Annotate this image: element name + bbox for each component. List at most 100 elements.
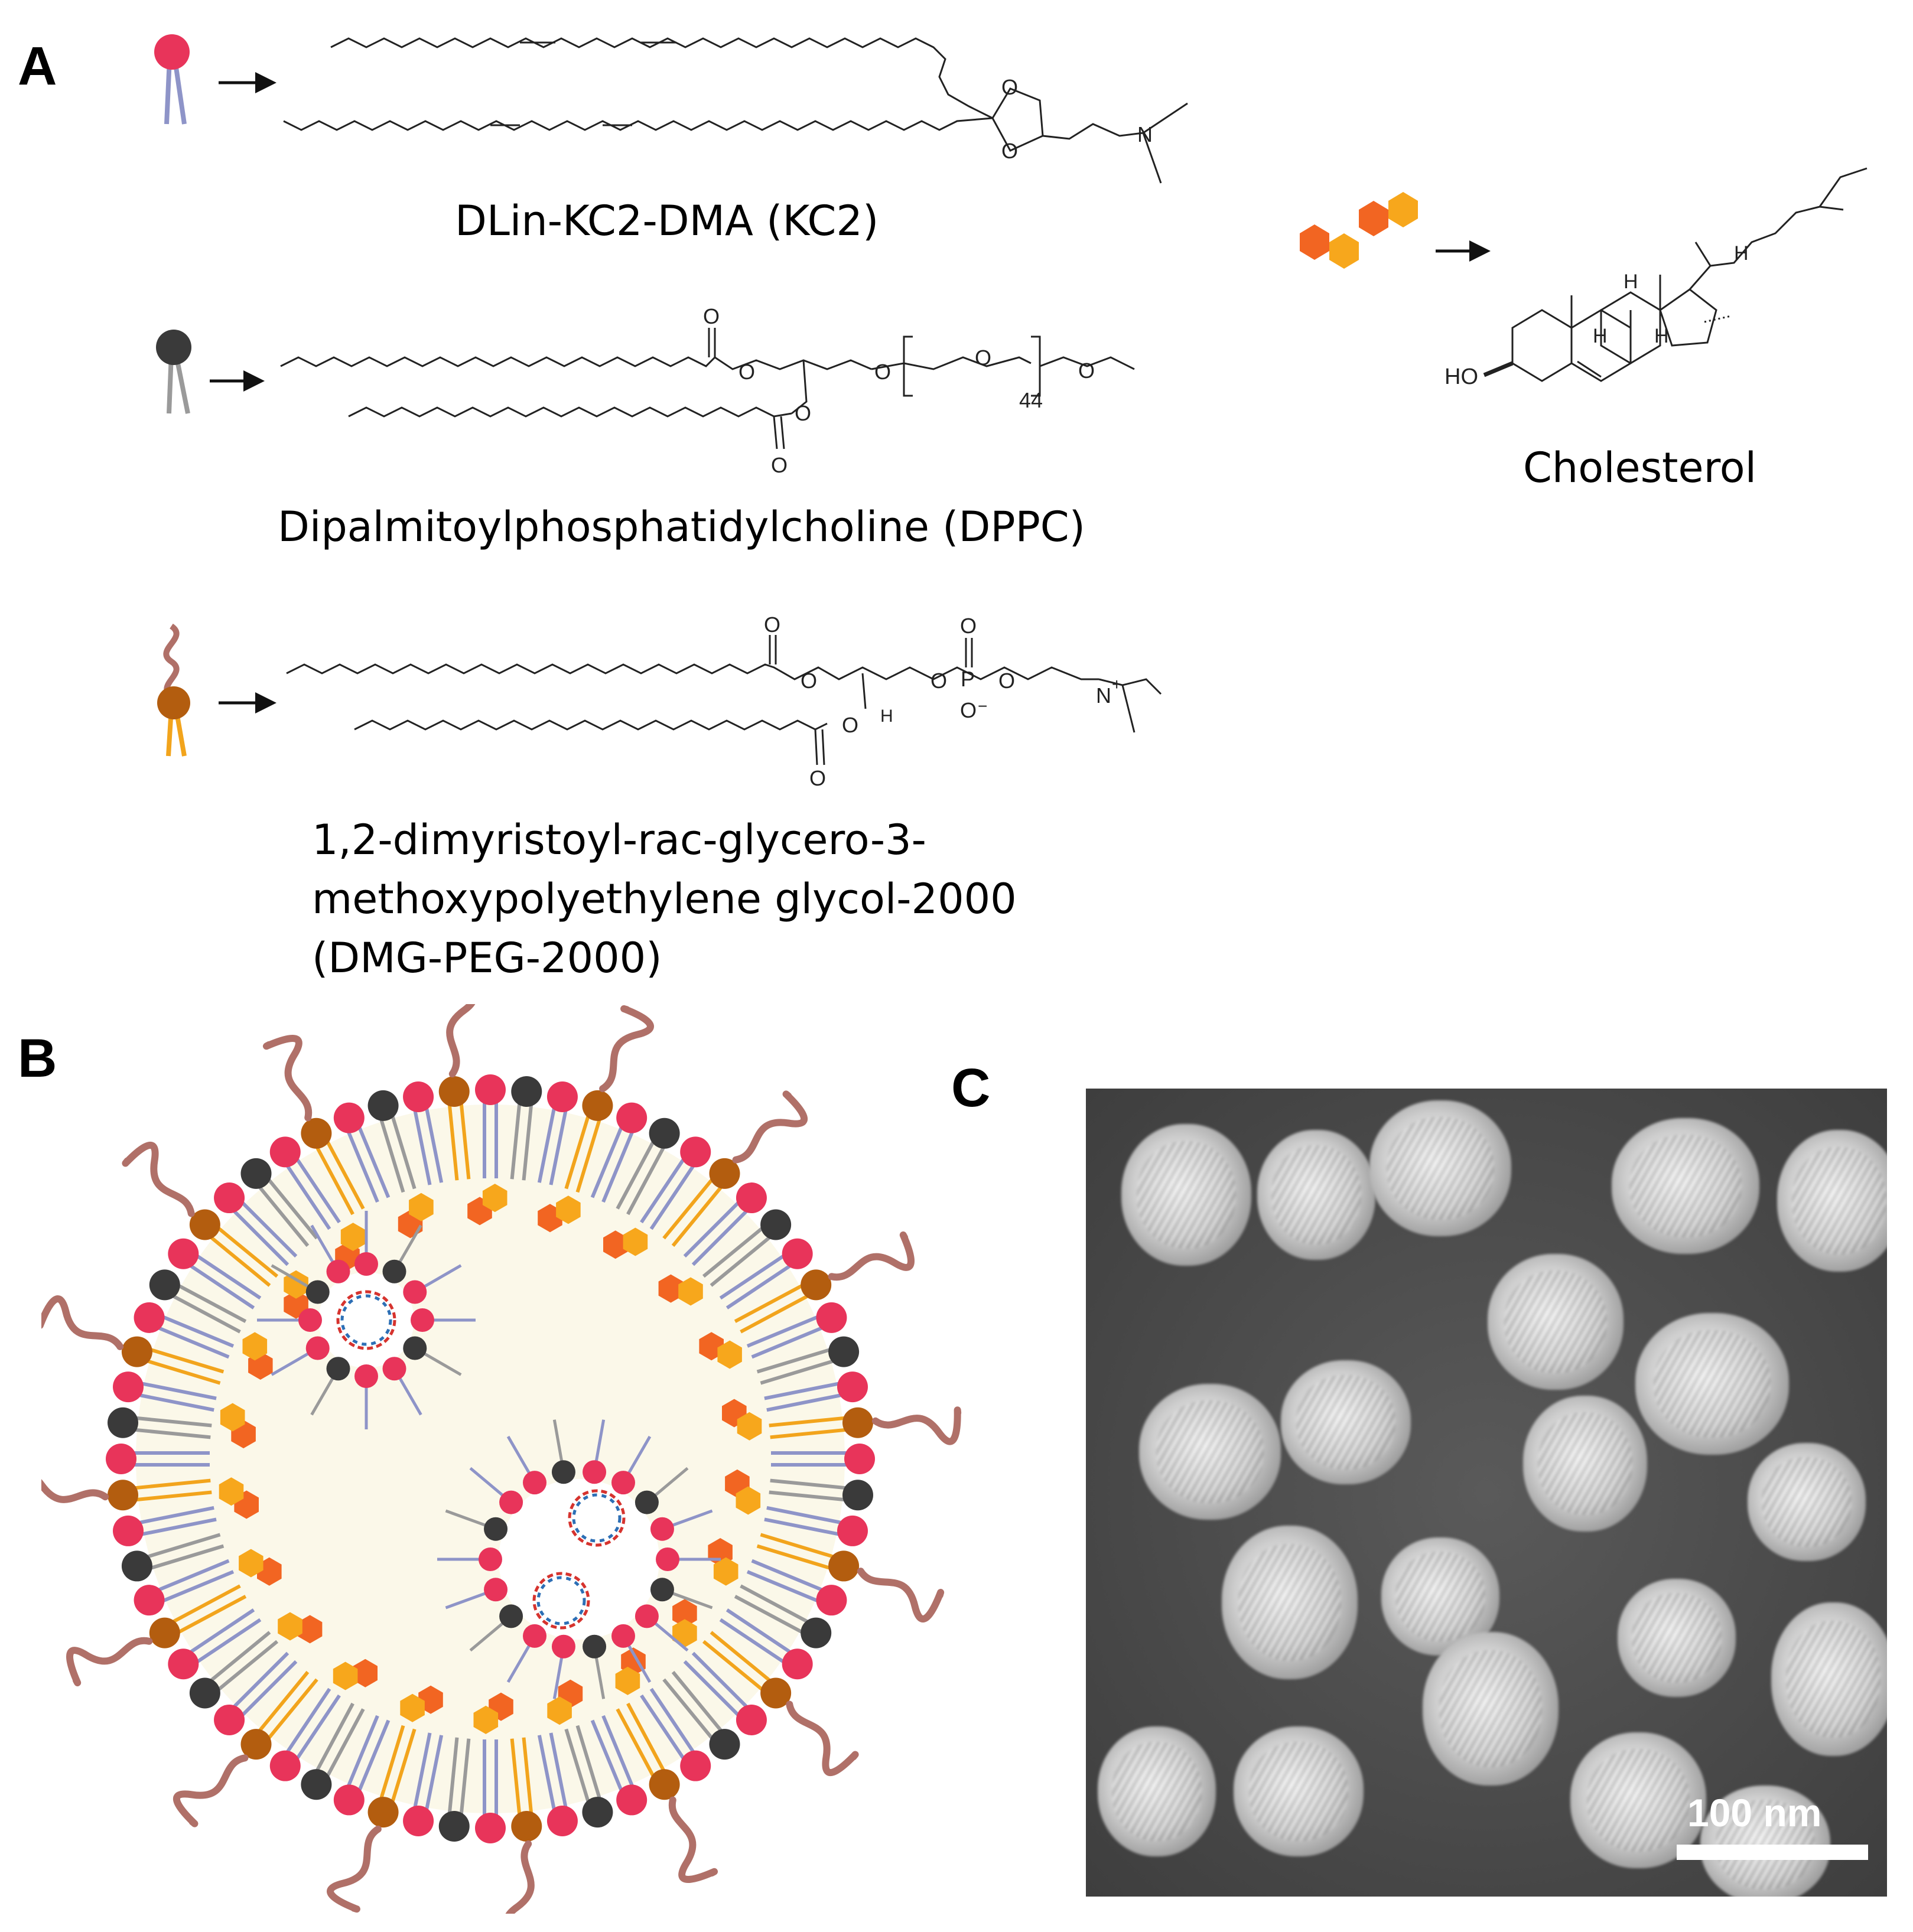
peg-lipid-tail <box>123 1490 212 1503</box>
cholesterol-molecule <box>278 1612 302 1641</box>
arrow-icon <box>219 72 276 93</box>
peg-lipid-tail <box>740 1288 820 1334</box>
peg-phosphorus: P <box>961 667 975 691</box>
inner-vesicle <box>318 1272 414 1368</box>
kc2-lipid-tail <box>179 1608 255 1661</box>
kc2-lipid-tail <box>186 1618 262 1671</box>
kc2-oxygen-1: O <box>1001 75 1018 99</box>
nanoparticle <box>1635 1313 1789 1455</box>
kc2-lipid-head <box>106 1444 136 1474</box>
tem-micrograph: 100 nm <box>1086 1089 1887 1897</box>
peg-lipid-head <box>760 1677 792 1709</box>
dppc-lipid-tail <box>122 1426 211 1439</box>
kc2-lipid-tail <box>146 1321 230 1359</box>
peg-lipid-tail <box>626 1702 672 1783</box>
peg-lipid-head <box>121 1336 152 1367</box>
dppc-lipid-head <box>582 1797 613 1828</box>
cholesterol-molecule <box>678 1277 703 1306</box>
kc2-lipid-tail <box>288 1694 341 1770</box>
peg-lipid-icon <box>157 623 190 757</box>
kc2-lipid-head <box>736 1704 767 1735</box>
kc2-lipid-head <box>484 1578 508 1602</box>
kc2-lipid-tail <box>719 1618 795 1671</box>
dppc-lipid-tail <box>200 1631 271 1690</box>
peg-lipid-tail <box>760 1533 846 1562</box>
dppc-lipid-tail <box>309 1702 354 1783</box>
kc2-lipid-head <box>411 1308 434 1332</box>
kc2-lipid-tail <box>151 1310 235 1348</box>
cholesterol-molecule <box>340 1223 366 1252</box>
cholesterol-molecule <box>333 1661 358 1690</box>
cholesterol-molecule <box>658 1274 684 1303</box>
cholesterol-molecule <box>603 1230 628 1259</box>
kc2-lipid-head <box>616 1784 648 1816</box>
dppc-lipid-tail <box>756 1344 843 1374</box>
kc2-lipid-head <box>844 1444 875 1474</box>
dppc-lipid-head <box>438 1810 470 1842</box>
peg-lipid-tail <box>575 1106 605 1193</box>
peg-plus-sign: + <box>1112 675 1121 693</box>
peg-lipid-tail <box>510 1738 523 1827</box>
dppc-lipid-head <box>121 1550 152 1582</box>
kc2-lipid-head <box>650 1517 674 1541</box>
kc2-lipid-tail <box>590 1719 628 1803</box>
peg-lipid-head <box>511 1810 542 1842</box>
peg-chain <box>263 1035 313 1122</box>
kc2-lipid-head <box>611 1624 635 1648</box>
peg-chain <box>122 1142 195 1217</box>
kc2-lipid-tail <box>353 1719 391 1803</box>
dppc-lipid-head <box>326 1357 350 1381</box>
dppc-lipid-tail <box>259 1168 318 1240</box>
dppc-lipid-head <box>649 1118 680 1149</box>
peg-lipid-tail <box>662 1168 722 1240</box>
kc2-lipid-head <box>354 1364 378 1388</box>
cholesterol-molecule <box>615 1666 640 1695</box>
peg-lipid-tail <box>161 1584 241 1630</box>
cholesterol-molecule <box>547 1696 572 1725</box>
kc2-lipid-tail <box>537 1735 559 1823</box>
peg-lipid-head <box>709 1158 740 1189</box>
peg-chain <box>732 1090 808 1164</box>
kc2-lipid-tail <box>649 1154 702 1230</box>
dppc-lipid-tail <box>135 1533 221 1562</box>
kc2-lipid-tail <box>725 1608 802 1661</box>
kc2-lipid-head <box>523 1624 546 1648</box>
kc2-lipid-head <box>134 1302 165 1333</box>
kc2-lipid-icon <box>154 34 190 125</box>
nanoparticle <box>1612 1118 1759 1254</box>
kc2-lipid-head <box>635 1604 659 1628</box>
dppc-lipid-head <box>499 1604 523 1628</box>
cholesterol-molecule <box>353 1659 378 1687</box>
kc2-lipid-head <box>583 1460 607 1484</box>
dppc-lipid-head <box>842 1480 873 1511</box>
dppc-lipid-head <box>583 1634 607 1659</box>
peg-lipid-head <box>801 1269 832 1301</box>
peg-lipid-tail <box>259 1678 318 1749</box>
dppc-lipid-head <box>635 1490 659 1514</box>
kc2-lipid-head <box>475 1074 506 1105</box>
mrna-strand <box>568 1489 626 1547</box>
kc2-lipid-tail <box>288 1148 341 1224</box>
peg-oxygen-1: O <box>764 612 780 637</box>
kc2-lipid-tail <box>422 1735 444 1823</box>
peg-lipid-tail <box>734 1278 814 1323</box>
nanoparticle <box>1423 1632 1559 1786</box>
kc2-lipid-head <box>611 1471 635 1495</box>
nanoparticle <box>1234 1726 1364 1856</box>
arrow-icon <box>1436 240 1491 262</box>
peg-lipid-tail <box>564 1103 594 1190</box>
dppc-lipid-head <box>801 1617 832 1648</box>
nanoparticle <box>1281 1360 1411 1484</box>
peg-nitrogen: N <box>1096 683 1111 708</box>
nanoparticle <box>1777 1130 1887 1272</box>
dppc-lipid-tail <box>376 1106 405 1193</box>
cholesterol-molecule <box>717 1340 742 1369</box>
peg-oxygen-8: O <box>809 766 826 790</box>
kc2-lipid-head <box>782 1648 813 1680</box>
nanoparticle <box>1121 1124 1251 1266</box>
kc2-lipid-tail <box>151 1570 235 1608</box>
kc2-lipid-head <box>269 1136 301 1168</box>
peg-structure <box>286 635 1162 765</box>
dppc-lipid-tail <box>760 1356 846 1385</box>
peg-lipid-head <box>108 1480 139 1511</box>
